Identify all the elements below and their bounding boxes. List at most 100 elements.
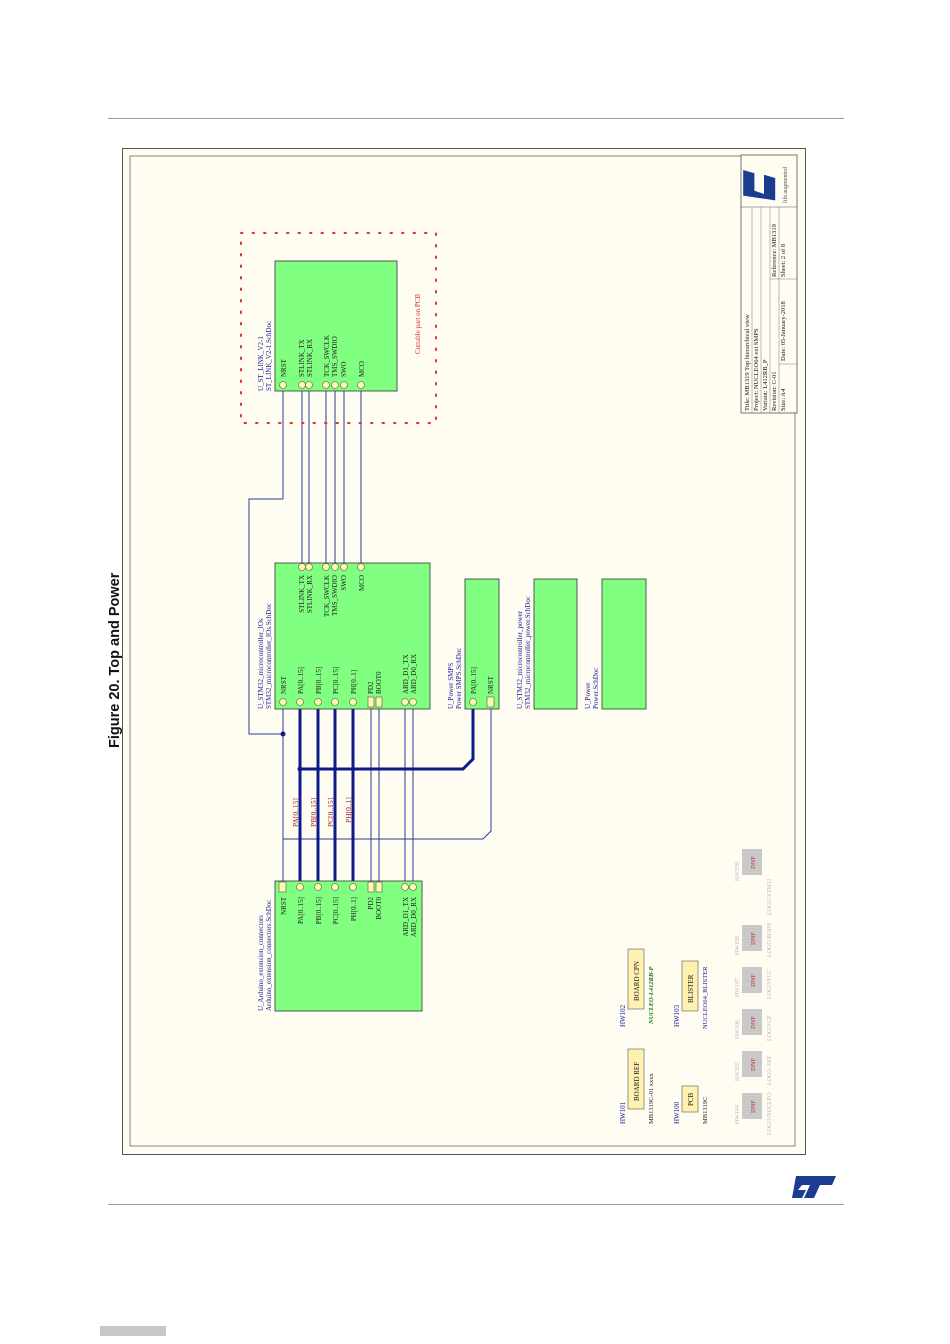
smps-port-nrst — [486, 696, 495, 708]
stlink-ports — [279, 381, 365, 389]
dnf-hw107: HW107 DNF LOGO FCC — [735, 967, 773, 999]
power-sheet-symbol[interactable] — [601, 578, 647, 710]
power-smps-sheet-symbol[interactable] — [464, 578, 500, 710]
mcu-power-sheet-symbol[interactable] — [533, 578, 578, 710]
dnf-hw105-box — [742, 1051, 762, 1077]
dnf-hw108-box — [742, 925, 762, 951]
mcu-pin-ard-d0: ARD_D0_RX — [410, 654, 418, 694]
power-smps-file: Power SMPS.SchDoc — [455, 648, 463, 709]
dnf-hw109-label: DNF — [750, 856, 757, 869]
title-block-revision: Revision: C-01 — [771, 371, 778, 411]
hw100-ref: HW100 — [673, 1101, 681, 1124]
mcu-port-pa — [296, 698, 304, 706]
ard-port-d0 — [409, 883, 417, 891]
ard-pin-boot0: BOOT0 — [375, 897, 383, 920]
power-smps-block[interactable]: U_Power SMPS Power SMPS.SchDoc PA[0..15]… — [447, 578, 500, 710]
mcu-pin-pb: PB[0..15] — [315, 667, 323, 694]
mcu-port-stlink-tx — [298, 563, 306, 571]
mcu-pin-pd2: PD2 — [367, 681, 375, 694]
mcu-pin-stlink-rx: STLINK_RX — [306, 575, 314, 613]
bus-label-ph: PH[0..1] — [344, 797, 353, 823]
arduino-sheet-symbol[interactable] — [274, 880, 423, 1012]
stlink-pin-tx: STLINK_TX — [298, 339, 306, 377]
title-block-project: Project: NUCLEO64 ext SMPS — [753, 328, 760, 411]
cuttable-note: Cuttable part on PCB — [414, 294, 422, 354]
ard-port-nrst — [278, 881, 287, 893]
dnf-hw107-logo: LOGO FCC — [767, 969, 773, 999]
footer-rule — [108, 1204, 844, 1205]
ard-port-boot0 — [375, 881, 383, 893]
stlink-pin-rx: STLINK_RX — [306, 339, 314, 377]
figure-caption: Figure 20. Top and Power — [107, 572, 123, 748]
bus-label-pb: PB[0..15] — [309, 798, 318, 827]
hw103-value: NUCLEO64_BLISTER — [702, 966, 709, 1029]
hw102-box-label: BOARD CPN — [633, 961, 641, 1001]
mcu-port-stlink-rx — [305, 563, 313, 571]
mcu-ios-ports — [279, 563, 417, 708]
port-nrst — [279, 381, 287, 389]
port-stlink-tx — [298, 381, 306, 389]
mcu-ios-left-labels: NRST PA[0..15] PB[0..15] PC[0..15] PH[0.… — [280, 654, 418, 694]
power-block[interactable]: U_Power Power.SchDoc — [584, 578, 647, 710]
dnf-hw107-label: DNF — [750, 974, 757, 987]
mcu-ios-block[interactable]: U_STM32_microcontroller_IOs STM32_microc… — [257, 562, 431, 710]
dnf-hw106: HW106 DNF LOGO CE — [735, 1009, 773, 1041]
mcu-pin-ph: PH[0..1] — [350, 670, 358, 694]
st-logo-icon — [790, 1174, 840, 1205]
mcu-port-swo — [340, 563, 348, 571]
wire-nrst-smps — [283, 709, 492, 840]
stlink-pin-mco: MCO — [358, 361, 366, 377]
arduino-ports — [278, 881, 417, 893]
port-tms-swdio — [331, 381, 339, 389]
ard-port-d1 — [401, 883, 409, 891]
dnf-hw104: HW104 DNF LOGO NUCLEO — [735, 1092, 773, 1135]
mcu-power-designator: U_STM32_microcontroller_power — [516, 610, 524, 709]
mcu-port-pc — [331, 698, 339, 706]
stlink-block[interactable]: U_ST_LINK_V2-1 ST_LINK_V2-1.SchDoc Cutta… — [240, 232, 437, 424]
stlink-file: ST_LINK_V2-1.SchDoc — [265, 321, 273, 391]
mcu-port-nrst — [279, 698, 287, 706]
mcu-port-ard-d1 — [401, 698, 409, 706]
power-file: Power.SchDoc — [592, 668, 600, 709]
hw-parts: HW101 BOARD REF MB1319C-01 xxxx HW102 BO… — [619, 948, 709, 1124]
mcu-ios-sheet-symbol[interactable] — [274, 562, 431, 710]
stlink-designator: U_ST_LINK_V2-1 — [257, 336, 265, 391]
dnf-hw104-logo: LOGO NUCLEO — [767, 1092, 773, 1135]
hw101-box-label: BOARD REF — [633, 1062, 641, 1101]
wire-nrst-loop — [248, 498, 283, 735]
junction-pa — [297, 766, 303, 772]
ard-pin-pb: PB[0..15] — [315, 897, 323, 924]
hw102-ref: HW102 — [619, 1004, 627, 1027]
mcu-power-block[interactable]: U_STM32_microcontroller_power STM32_micr… — [516, 578, 578, 710]
ard-pin-pc: PC[0..15] — [332, 897, 340, 924]
ard-pin-nrst: NRST — [280, 896, 288, 915]
dnf-hw106-logo: LOGO CE — [767, 1015, 773, 1041]
schematic-sheet: PA[0..15] PB[0..15] PC[0..15] PH[0..1] U… — [122, 148, 806, 1155]
ard-pin-pa: PA[0..15] — [297, 897, 305, 924]
bus-label-pa: PA[0..15] — [291, 798, 300, 827]
mcu-ios-file: STM32_microcontroller_IOs.SchDoc — [265, 603, 273, 709]
dnf-hw106-label: DNF — [750, 1016, 757, 1029]
hw100-box — [681, 1085, 699, 1113]
dnf-hw104-box — [742, 1093, 762, 1119]
dnf-hw108: HW108 DNF LOGO ROHS — [735, 923, 773, 957]
arduino-block[interactable]: U_Arduino_extension_connectors Arduino_e… — [257, 880, 423, 1012]
mcu-port-boot0 — [375, 696, 383, 708]
mcu-pin-boot0: BOOT0 — [375, 671, 383, 694]
hw102-value: NUCLEO-L412RB-P — [648, 966, 655, 1025]
stlink-sheet-symbol[interactable] — [274, 260, 398, 392]
port-tck-swclk — [322, 381, 330, 389]
stlink-pin-tms: TMS_SWDIO — [331, 336, 339, 377]
mcu-power-file: STM32_microcontroller_power.SchDoc — [524, 596, 532, 709]
dnf-hw107-box — [742, 967, 762, 993]
mcu-port-pd2 — [367, 696, 375, 708]
mcu-pin-tms: TMS_SWDIO — [331, 575, 339, 616]
dnf-hw104-ref: HW104 — [735, 1105, 741, 1124]
stlink-pin-nrst: NRST — [280, 358, 288, 377]
dnf-hw105: HW105 DNF LOGO ART — [735, 1051, 773, 1085]
dnf-hw105-logo: LOGO ART — [767, 1055, 773, 1085]
bus-pa-smps — [300, 709, 475, 771]
title-block-title: Title: MB1319 Top hierarchical view — [744, 314, 751, 411]
hw102-box — [627, 948, 645, 1010]
port-stlink-rx — [305, 381, 313, 389]
